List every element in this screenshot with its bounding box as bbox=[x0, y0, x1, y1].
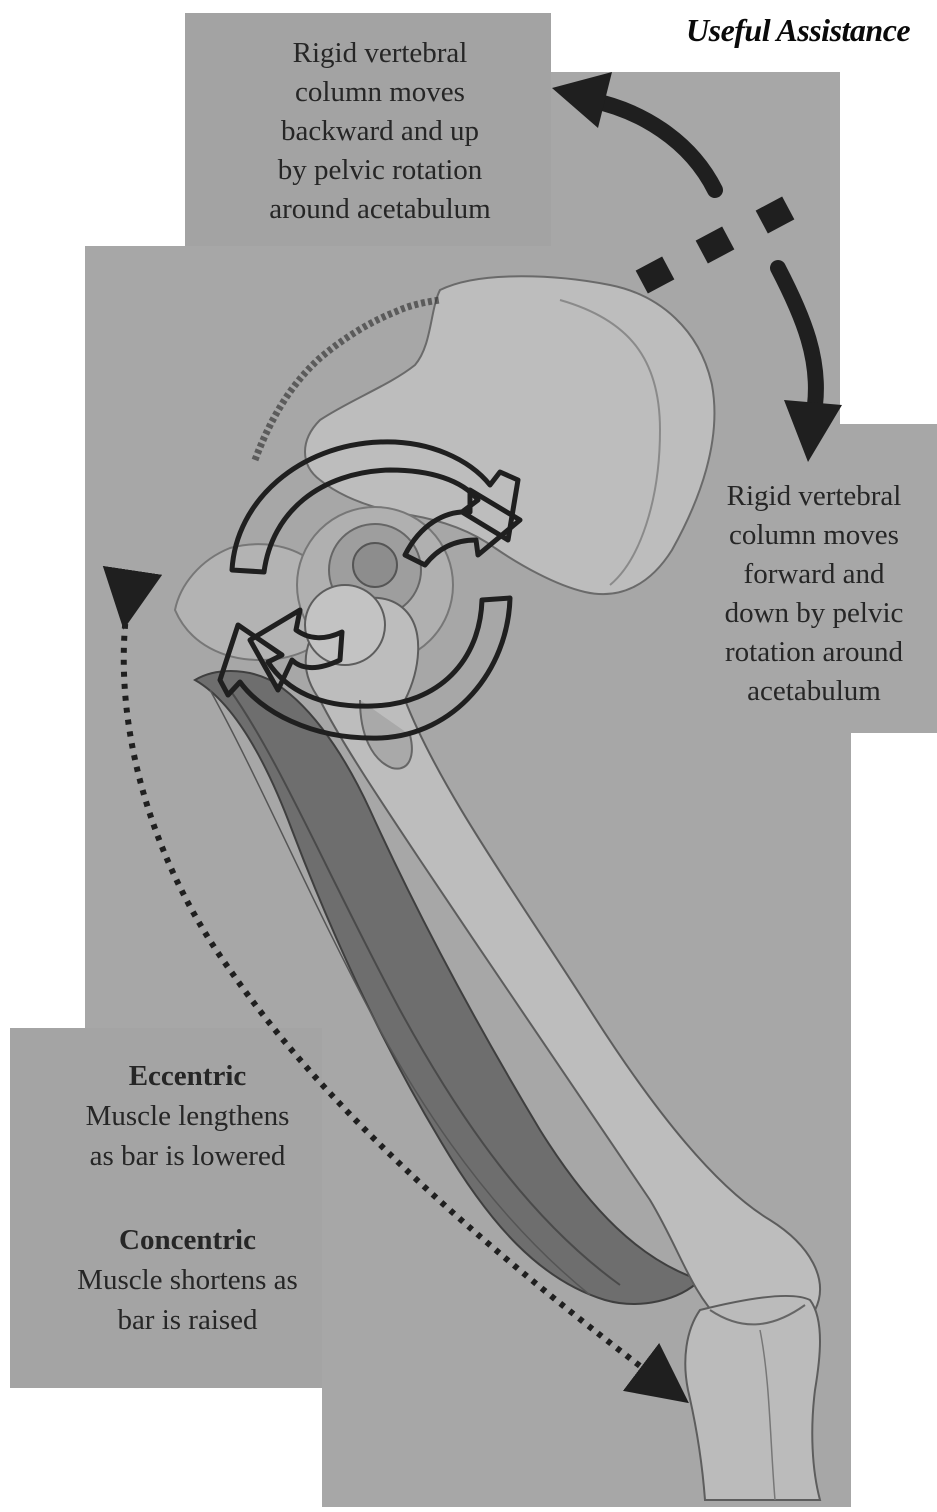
label-line: backward and up bbox=[200, 112, 560, 151]
tibia-bone bbox=[685, 1296, 820, 1500]
label-line: Muscle shortens as bbox=[30, 1260, 345, 1300]
eccentric-title: Eccentric bbox=[30, 1056, 345, 1096]
label-eccentric: Eccentric Muscle lengthens as bar is low… bbox=[30, 1056, 345, 1176]
label-line: rotation around bbox=[694, 633, 934, 672]
label-line: around acetabulum bbox=[200, 190, 560, 229]
label-line: by pelvic rotation bbox=[200, 151, 560, 190]
label-line: Rigid vertebral bbox=[694, 477, 934, 516]
label-line: column moves bbox=[200, 73, 560, 112]
label-concentric: Concentric Muscle shortens as bar is rai… bbox=[30, 1220, 345, 1340]
label-line: down by pelvic bbox=[694, 594, 934, 633]
label-line: as bar is lowered bbox=[30, 1136, 345, 1176]
concentric-title: Concentric bbox=[30, 1220, 345, 1260]
label-line: acetabulum bbox=[694, 672, 934, 711]
label-line: Muscle lengthens bbox=[30, 1096, 345, 1136]
label-line: Rigid vertebral bbox=[200, 34, 560, 73]
label-line: column moves bbox=[694, 516, 934, 555]
header-title: Useful Assistance bbox=[686, 12, 910, 49]
label-line: forward and bbox=[694, 555, 934, 594]
label-line: bar is raised bbox=[30, 1300, 345, 1340]
label-backward-rotation: Rigid vertebral column moves backward an… bbox=[200, 34, 560, 229]
label-forward-rotation: Rigid vertebral column moves forward and… bbox=[694, 477, 934, 711]
